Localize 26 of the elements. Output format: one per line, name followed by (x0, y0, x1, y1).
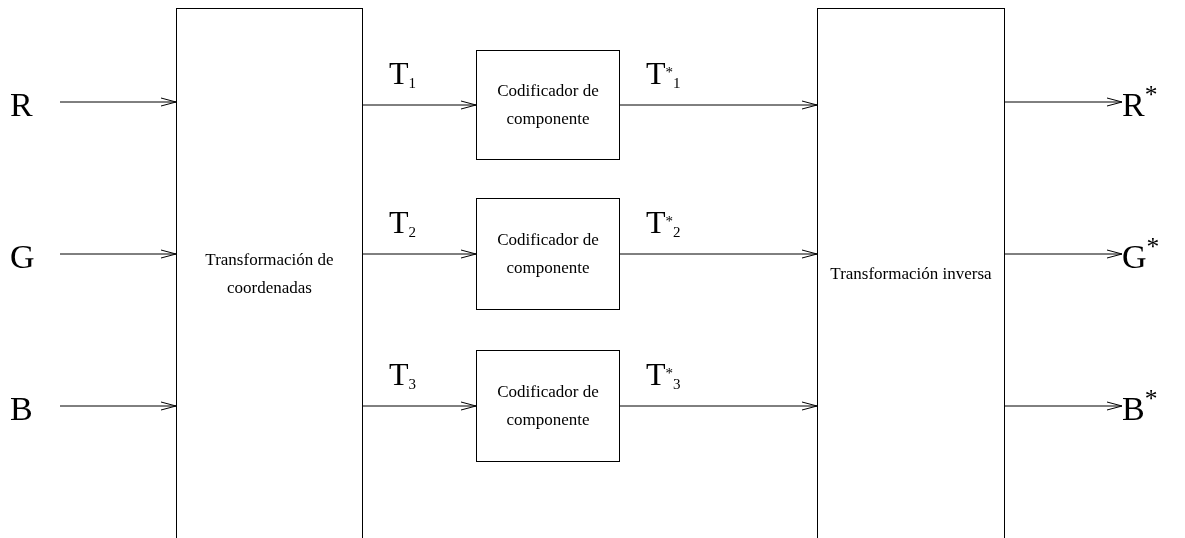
signal-label: R$^{*}$ (1122, 85, 1172, 125)
edge-label: T$_{3}$ (389, 358, 417, 390)
signal-label: R (10, 85, 50, 125)
process-box: Codificador de componente (476, 198, 620, 310)
arrow (59, 249, 177, 259)
edge-label: T$_{2}$ (389, 206, 417, 238)
process-block: Transformación inversa (817, 8, 1005, 538)
signal-label: B (10, 389, 50, 429)
edge-label: T$_{1}$ (389, 57, 417, 89)
arrow (619, 249, 818, 259)
arrow (619, 100, 818, 110)
signal-label: G$^{*}$ (1122, 237, 1172, 277)
arrow (362, 100, 477, 110)
arrow (1004, 249, 1123, 259)
arrow (1004, 97, 1123, 107)
arrow (362, 249, 477, 259)
signal-label: B$^{*}$ (1122, 389, 1172, 429)
process-box: Codificador de componente (476, 350, 620, 462)
signal-label: G (10, 237, 50, 277)
process-block: Transformación de coordenadas (176, 8, 363, 538)
arrow (1004, 401, 1123, 411)
arrow (619, 401, 818, 411)
arrow (59, 401, 177, 411)
process-box: Codificador de componente (476, 50, 620, 160)
arrow (59, 97, 177, 107)
arrow (362, 401, 477, 411)
